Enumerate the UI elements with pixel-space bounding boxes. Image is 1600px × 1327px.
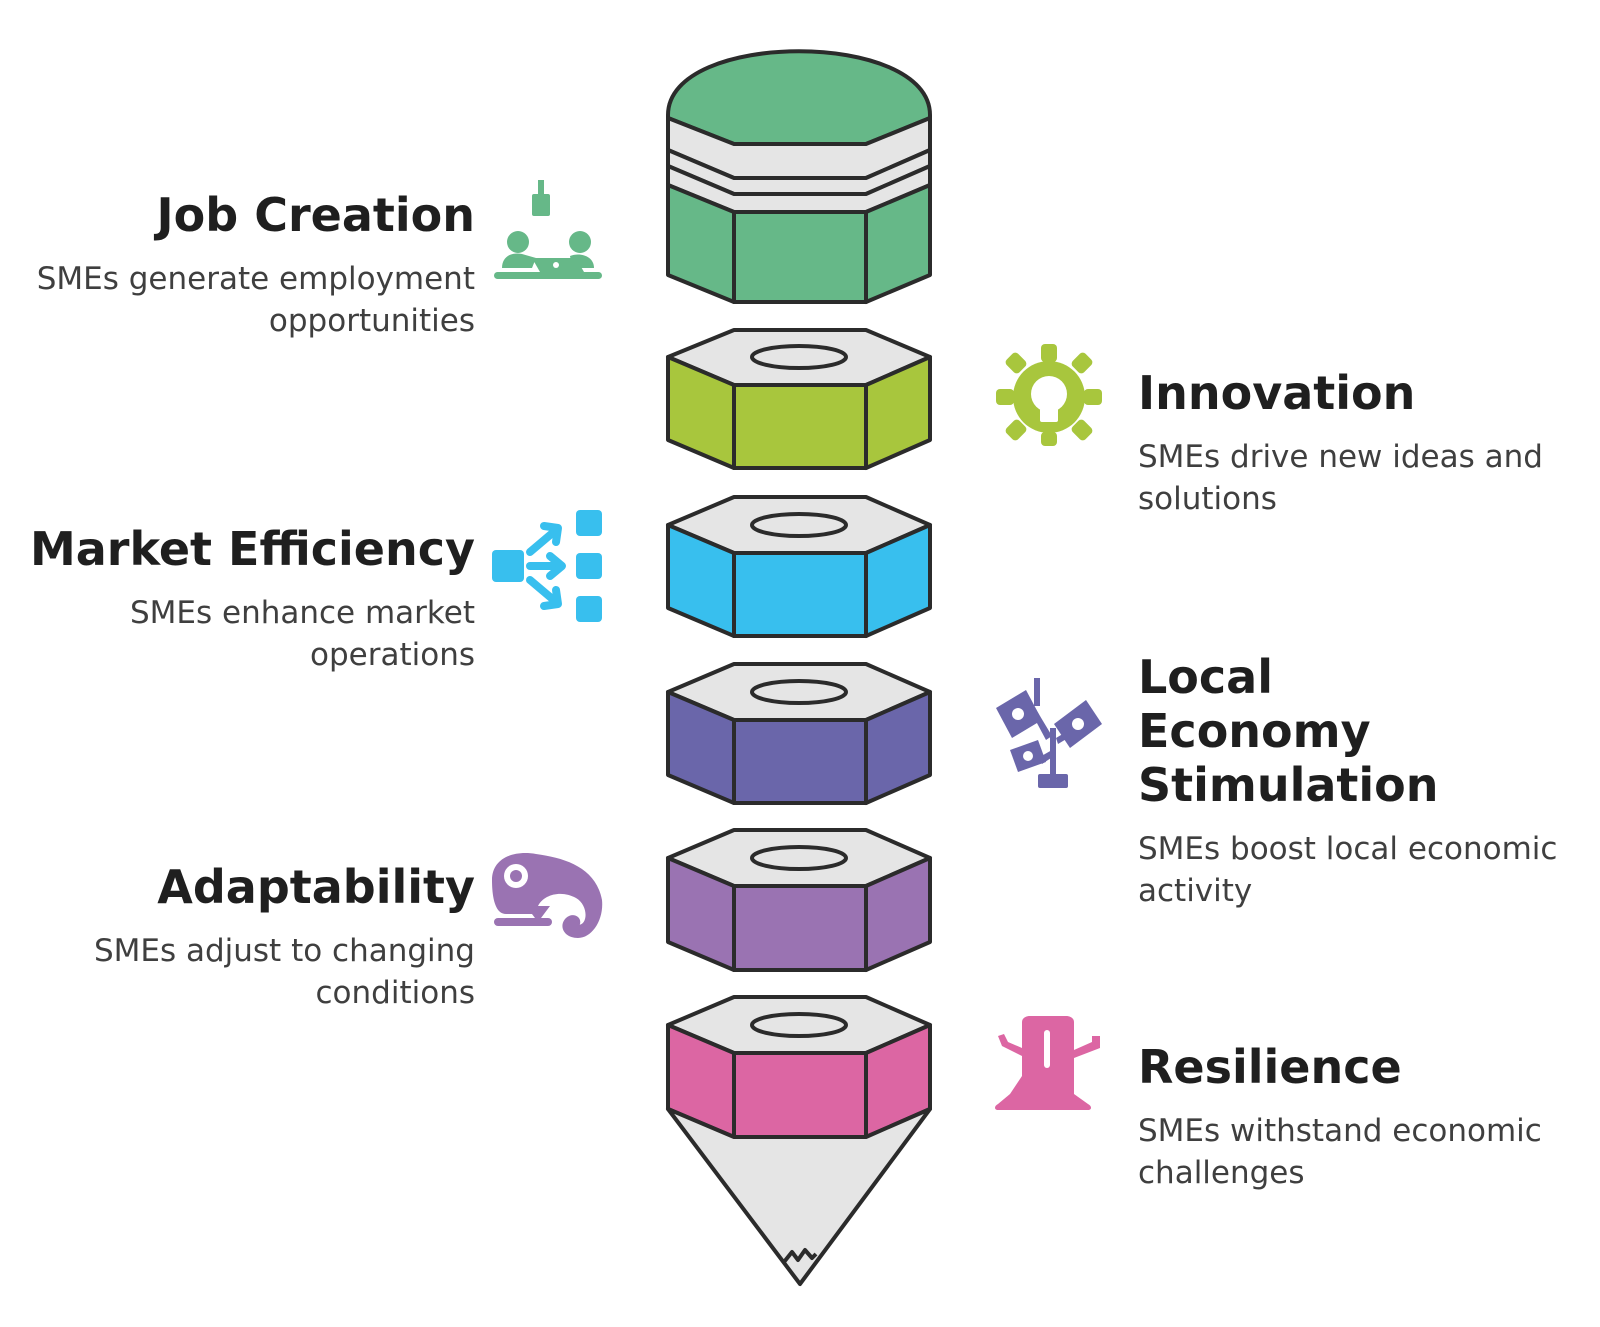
item-description: SMEs withstand economic challenges — [1138, 1113, 1542, 1191]
gear-lightbulb-icon — [996, 344, 1102, 446]
item-title: Adaptability — [157, 860, 475, 914]
pencil-segment-adaptability — [666, 828, 932, 972]
meeting-people-icon — [494, 180, 602, 279]
money-plant-icon — [996, 678, 1102, 788]
pencil-segment-innovation — [666, 328, 932, 470]
item-description: SMEs adjust to changing conditions — [93, 933, 475, 1011]
chameleon-icon — [492, 853, 603, 938]
item-innovation: Innovation SMEs drive new ideas and solu… — [1138, 366, 1578, 520]
item-description: SMEs enhance market operations — [129, 595, 475, 673]
item-adaptability: Adaptability SMEs adjust to changing con… — [0, 860, 475, 1014]
flow-distribution-icon — [492, 510, 602, 622]
pencil-segment-market-efficiency — [666, 495, 932, 638]
pencil-tip — [666, 1107, 932, 1286]
item-resilience: Resilience SMEs withstand economic chall… — [1138, 1040, 1578, 1194]
pencil-segment-resilience — [666, 995, 932, 1139]
item-description: SMEs boost local economic activity — [1138, 831, 1558, 909]
item-local-economy: Local Economy Stimulation SMEs boost loc… — [1138, 650, 1578, 912]
item-market-efficiency: Market Efficiency SMEs enhance market op… — [0, 522, 475, 676]
item-title: Market Efficiency — [29, 522, 475, 576]
item-job-creation: Job Creation SMEs generate employment op… — [0, 188, 475, 342]
item-title: Local Economy Stimulation — [1138, 650, 1439, 812]
item-title: Innovation — [1138, 366, 1416, 420]
item-description: SMEs generate employment opportunities — [36, 261, 475, 339]
tree-stump-icon — [995, 1016, 1100, 1110]
item-title: Resilience — [1138, 1040, 1402, 1094]
item-description: SMEs drive new ideas and solutions — [1138, 439, 1543, 517]
item-title: Job Creation — [156, 188, 475, 242]
pencil-segment-local-economy — [666, 662, 932, 805]
pencil-eraser-segment — [666, 49, 932, 304]
